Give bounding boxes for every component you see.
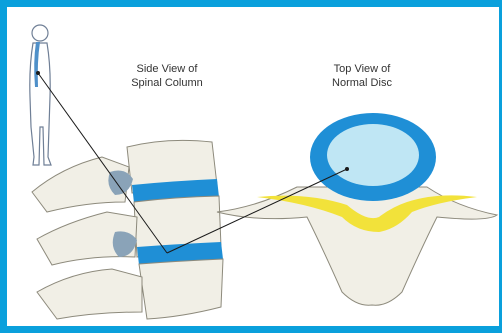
top-view-label: Top View of Normal Disc — [307, 62, 417, 90]
vertebra-top-view — [217, 187, 497, 305]
posterior-process-3 — [37, 269, 142, 319]
nerve-root-1 — [108, 171, 133, 195]
spine-illustration — [7, 7, 502, 333]
side-view-label: Side View of Spinal Column — [107, 62, 227, 90]
human-figure — [30, 25, 51, 165]
disc-top-view — [217, 113, 497, 305]
spinal-column-side — [32, 140, 223, 319]
vertebral-body-3 — [139, 259, 223, 319]
nucleus-pulposus — [327, 124, 419, 186]
